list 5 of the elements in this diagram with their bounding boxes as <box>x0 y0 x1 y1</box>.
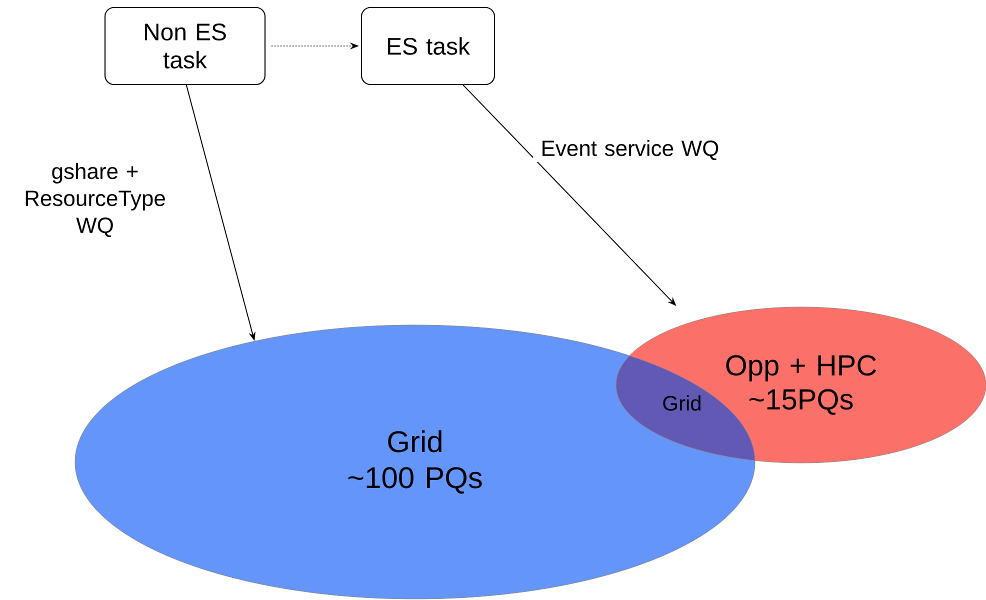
task-box: Non ES task <box>104 6 266 86</box>
region-label: Grid <box>663 395 700 411</box>
edge-label: Event service WQ <box>533 138 727 162</box>
edge-label: gshare + ResourceType WQ <box>3 160 187 240</box>
task-box: ES task <box>360 6 496 86</box>
